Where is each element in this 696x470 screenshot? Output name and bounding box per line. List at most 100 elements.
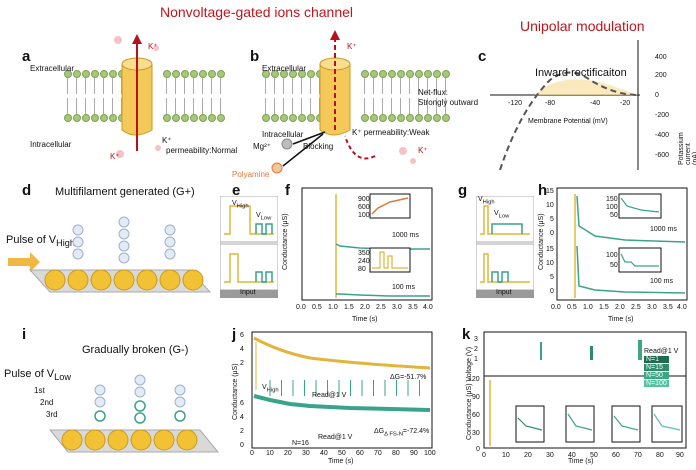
k-xtick: 90 bbox=[676, 452, 684, 459]
pulse-spikes bbox=[269, 380, 420, 396]
c-xtick: -20 bbox=[620, 100, 631, 107]
k-ion bbox=[116, 150, 124, 158]
a-permeability: permeability:Normal bbox=[166, 146, 238, 155]
b-k-top: K⁺ bbox=[347, 42, 357, 51]
inset-4-trace bbox=[653, 413, 681, 431]
conductance-decay-trace bbox=[253, 336, 431, 370]
h-xtick: 1.5 bbox=[599, 304, 609, 311]
j-xtick: 100 bbox=[424, 450, 436, 457]
h-inset2-tick: 50 bbox=[610, 262, 618, 269]
h-xlabel: Time (s) bbox=[608, 316, 634, 323]
conductance-trace-2 bbox=[576, 245, 686, 294]
j-xtick: 40 bbox=[320, 450, 328, 457]
vhigh-pulse-long bbox=[224, 205, 274, 235]
metal-atom bbox=[136, 269, 158, 291]
waveform-box bbox=[220, 243, 278, 291]
filament-bead bbox=[164, 224, 176, 236]
a-k-bottom: K⁺ bbox=[110, 152, 120, 161]
k-xtick: 80 bbox=[656, 452, 664, 459]
filament-bead bbox=[118, 252, 130, 264]
f-xlabel: Time (s) bbox=[352, 316, 378, 323]
j-ytick: 2 bbox=[240, 360, 244, 367]
c-xtick: -80 bbox=[545, 100, 556, 107]
panel-label-b: b bbox=[250, 48, 260, 65]
metal-atom bbox=[84, 429, 106, 451]
filament-bead bbox=[134, 386, 146, 398]
k-ytick: 30 bbox=[472, 430, 480, 437]
k-legend-n100: N=100 bbox=[644, 380, 669, 387]
inset-1-trace bbox=[371, 197, 409, 215]
h-ytick: 0 bbox=[550, 230, 554, 237]
f-inset1-tick: 100 bbox=[358, 212, 370, 219]
e-input-label: Input bbox=[240, 289, 256, 296]
b-blocking: Blocking bbox=[303, 142, 334, 151]
f-xtick: 1.0 bbox=[328, 304, 338, 311]
k-legend-n15: N=15 bbox=[644, 364, 669, 371]
a-k-right: K⁺ bbox=[162, 136, 172, 145]
g-input-label: Input bbox=[496, 289, 512, 296]
h-xtick: 1.0 bbox=[583, 304, 593, 311]
ab-title: Nonvoltage-gated ions channel bbox=[160, 4, 354, 20]
metal-atom bbox=[153, 429, 175, 451]
h-xtick: 2.0 bbox=[615, 304, 625, 311]
h-xtick: 0.5 bbox=[567, 304, 577, 311]
input-waveform-e bbox=[220, 196, 278, 298]
gradually-broken-diagram bbox=[48, 374, 220, 453]
f-xtick: 2.5 bbox=[376, 304, 386, 311]
filament-bead bbox=[134, 374, 146, 386]
h-ytick: 10 bbox=[546, 202, 554, 209]
metal-atom bbox=[182, 269, 204, 291]
polyamine-ion bbox=[271, 162, 283, 174]
c-ytick: 200 bbox=[655, 72, 667, 79]
j-xtick: 80 bbox=[392, 450, 400, 457]
c-inward-label: Inward rectificaiton bbox=[535, 67, 627, 79]
inset-3-trace bbox=[613, 415, 639, 431]
f-ylabel: Conductance (μS) bbox=[282, 213, 289, 270]
inset-2 bbox=[565, 405, 595, 443]
filament-bead bbox=[164, 248, 176, 260]
pulse-arrow bbox=[8, 252, 40, 272]
broken-bead bbox=[94, 410, 106, 422]
b-polyamine: Polyamine bbox=[232, 170, 270, 179]
inset-1-trace bbox=[517, 417, 543, 431]
h-xtick: 2.5 bbox=[631, 304, 641, 311]
vhigh-pulse bbox=[480, 205, 530, 235]
blocking-arrow bbox=[292, 131, 326, 145]
inset-2-trace bbox=[620, 253, 659, 267]
vlow-pulse bbox=[255, 271, 273, 283]
j-ytick: 6 bbox=[240, 400, 244, 407]
i-second: 2nd bbox=[40, 398, 54, 407]
b-intracellular: Intracellular bbox=[262, 130, 304, 139]
panel-label-j: j bbox=[232, 326, 237, 343]
k-ion bbox=[410, 158, 416, 164]
g-vlow: VLow bbox=[494, 210, 510, 220]
c-ytick: -400 bbox=[655, 132, 670, 139]
j-ylabel: Conductance (μS) bbox=[232, 363, 239, 420]
filament-bead bbox=[118, 216, 130, 228]
conductance-trace-1 bbox=[576, 195, 686, 243]
metal-atom bbox=[130, 429, 152, 451]
h-legend-1: 1000 ms bbox=[650, 226, 677, 233]
f-xtick: 4.0 bbox=[423, 304, 433, 311]
h-xtick: 4.0 bbox=[677, 304, 687, 311]
j-delta-2: ΔGΔ FS-N=-72.4% bbox=[374, 428, 430, 438]
h-ytick: 5 bbox=[550, 274, 554, 281]
k-ytick: 120 bbox=[468, 376, 480, 383]
blocking-arrow bbox=[282, 133, 324, 167]
vhigh-pulse bbox=[480, 253, 530, 283]
metal-atom bbox=[176, 429, 198, 451]
c-ytick: 400 bbox=[655, 54, 667, 61]
c-ytick: -600 bbox=[655, 152, 670, 159]
waveform-box bbox=[476, 196, 534, 243]
inset-1 bbox=[369, 193, 411, 219]
filament-bead bbox=[118, 228, 130, 240]
h-ytick: 5 bbox=[550, 216, 554, 223]
j-n16: N=16 bbox=[292, 440, 309, 447]
j-vhigh: VHigh bbox=[262, 384, 279, 394]
j-read-1: Read@1 V bbox=[312, 392, 347, 399]
j-xtick: 60 bbox=[356, 450, 364, 457]
k-xtick: 30 bbox=[546, 452, 554, 459]
k-ion bbox=[399, 147, 407, 155]
conductance-voltage-plot-k bbox=[483, 331, 687, 449]
j-xtick: 20 bbox=[284, 450, 292, 457]
